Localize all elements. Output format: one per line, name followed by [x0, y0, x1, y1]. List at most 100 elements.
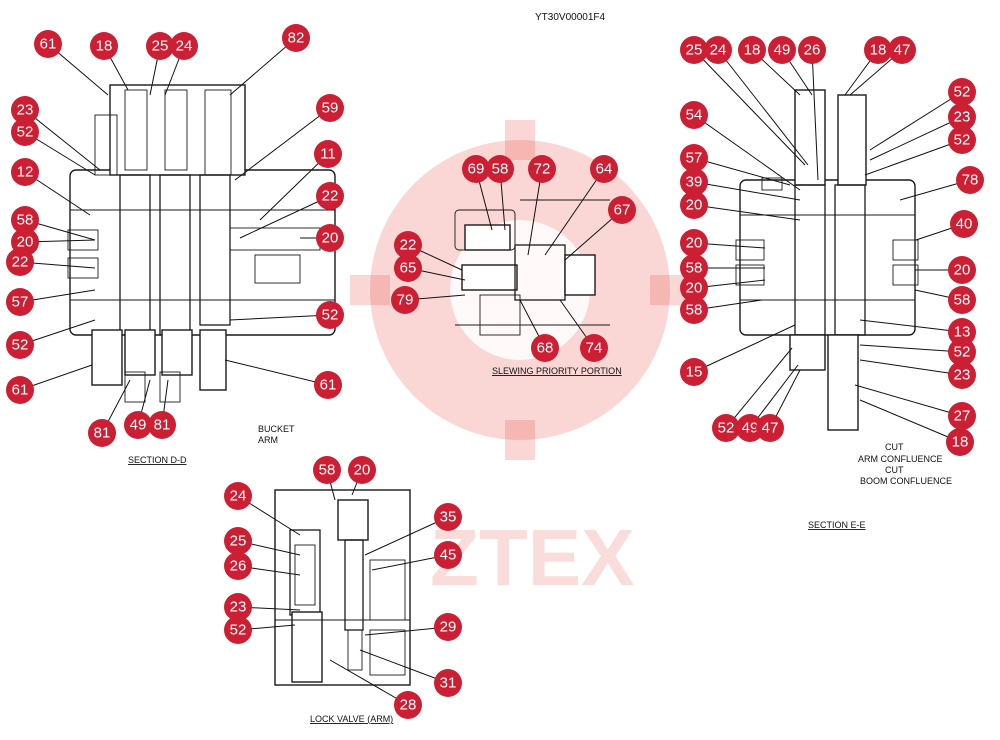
- callout-number: 61: [320, 377, 337, 394]
- callout-bubble: [680, 101, 708, 129]
- callout-number: 52: [954, 84, 971, 101]
- callout-bubble: [528, 155, 556, 183]
- callout-number: 52: [230, 622, 247, 639]
- callout-slew-5: 22: [394, 231, 463, 271]
- callout-bubble: [434, 613, 462, 641]
- callout-number: 79: [397, 292, 414, 309]
- callout-bubble: [680, 229, 708, 257]
- callout-number: 61: [40, 36, 57, 53]
- callout-ee-17: 58: [680, 254, 765, 282]
- callout-number: 28: [400, 697, 417, 714]
- callout-dd-17: 52: [6, 319, 96, 359]
- callout-number: 39: [686, 174, 703, 191]
- callout-leader: [693, 49, 806, 166]
- callout-slew-2: 72: [527, 155, 556, 256]
- callout-lock-5: 45: [371, 541, 462, 571]
- section-ee-drawing: [735, 89, 919, 431]
- callout-number: 22: [400, 237, 417, 254]
- callout-leader: [859, 319, 963, 333]
- callout-number: 20: [354, 462, 371, 479]
- callout-bubble: [124, 411, 152, 439]
- callout-leader: [329, 659, 409, 706]
- callout-bubble: [314, 140, 342, 168]
- callout-bubble: [394, 691, 422, 719]
- callout-bubble: [88, 419, 116, 447]
- callout-number: 82: [288, 30, 305, 47]
- callout-ee-9: 54: [680, 101, 801, 191]
- callout-ee-26: 27: [854, 384, 976, 430]
- callout-number: 23: [230, 599, 247, 616]
- callout-bubble: [948, 78, 976, 106]
- callout-bubble: [756, 414, 784, 442]
- callout-number: 49: [774, 42, 791, 59]
- callout-lock-8: 52: [224, 616, 296, 644]
- callout-number: 58: [492, 161, 509, 178]
- section-lock-drawing: [274, 489, 411, 686]
- callout-leader: [693, 181, 801, 201]
- callout-bubble: [34, 30, 62, 58]
- callout-dd-13: 20: [300, 224, 344, 252]
- section-dd-title: SECTION D-D: [128, 455, 187, 465]
- callout-bubble: [224, 527, 252, 555]
- callout-leader: [859, 399, 961, 443]
- callout-bubble: [798, 36, 826, 64]
- callout-bubble: [394, 254, 422, 282]
- callout-number: 52: [954, 132, 971, 149]
- callout-number: 58: [319, 462, 336, 479]
- callout-leader: [693, 204, 801, 221]
- callout-ee-29: 47: [756, 369, 801, 442]
- callout-bubble: [864, 36, 892, 64]
- callout-bubble: [888, 36, 916, 64]
- callout-number: 20: [686, 280, 703, 297]
- watermark-text: ZTEX: [430, 513, 634, 602]
- callout-bubble: [170, 32, 198, 60]
- callout-number: 13: [954, 324, 971, 341]
- callout-leader: [229, 314, 331, 321]
- callout-bubble: [680, 358, 708, 386]
- callout-number: 58: [686, 302, 703, 319]
- callout-bubble: [394, 231, 422, 259]
- callout-bubble: [948, 338, 976, 366]
- callout-ee-28: 49: [736, 364, 799, 442]
- callout-leader: [869, 116, 963, 161]
- callout-number: 49: [130, 417, 147, 434]
- callout-leader: [527, 168, 543, 256]
- callout-leader: [864, 139, 963, 176]
- callout-dd-6: 23: [11, 96, 101, 171]
- callout-number: 24: [230, 488, 247, 505]
- callout-leader: [693, 324, 796, 373]
- callout-number: 40: [956, 216, 973, 233]
- callout-number: 52: [12, 337, 29, 354]
- callout-number: 49: [742, 420, 759, 437]
- callout-slew-0: 69: [462, 155, 493, 231]
- callout-bubble: [434, 541, 462, 569]
- callout-dd-4: 82: [229, 24, 310, 96]
- callout-lock-9: 29: [364, 613, 462, 641]
- callout-bubble: [11, 206, 39, 234]
- callout-number: 20: [954, 262, 971, 279]
- callout-bubble: [224, 552, 252, 580]
- callout-number: 69: [468, 161, 485, 178]
- callout-bubble: [680, 274, 708, 302]
- callout-number: 52: [17, 124, 34, 141]
- callout-slew-3: 64: [544, 155, 618, 256]
- callout-lock-11: 28: [329, 659, 422, 719]
- callout-leader: [811, 49, 819, 181]
- callout-ee-25: 23: [859, 359, 976, 389]
- callout-bubble: [738, 36, 766, 64]
- callout-number: 25: [230, 533, 247, 550]
- callout-bubble: [712, 414, 740, 442]
- callout-ee-16: 20: [680, 229, 766, 257]
- callout-bubble: [146, 32, 174, 60]
- callout-bubble: [6, 288, 34, 316]
- callout-slew-7: 79: [391, 286, 466, 314]
- callout-bubble: [948, 318, 976, 346]
- callout-leader: [693, 114, 801, 191]
- callout-number: 47: [894, 42, 911, 59]
- callout-bubble: [580, 334, 608, 362]
- callout-bubble: [224, 482, 252, 510]
- callout-ee-18: 20: [915, 256, 976, 284]
- callout-dd-9: 12: [11, 158, 91, 216]
- callout-bubble: [608, 196, 636, 224]
- callout-lock-10: 31: [359, 649, 462, 697]
